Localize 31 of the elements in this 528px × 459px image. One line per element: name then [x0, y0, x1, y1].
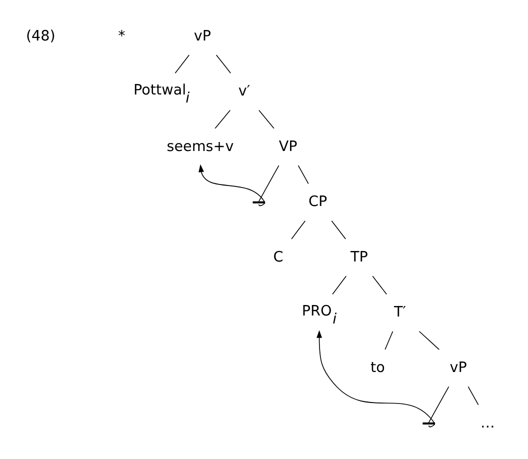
arrow [316, 330, 435, 427]
connector [258, 164, 279, 202]
connector [290, 220, 306, 239]
node-text: VP [278, 138, 297, 154]
connector [215, 54, 231, 74]
node-bar [422, 422, 434, 424]
connector [174, 54, 190, 74]
node-bar [252, 200, 265, 203]
node-text: T′ [394, 304, 406, 320]
node-text: TP [350, 248, 368, 265]
connector [467, 386, 478, 405]
connector [428, 386, 449, 422]
connector [418, 330, 440, 350]
node-text: seems+v [166, 138, 234, 154]
connector [214, 109, 230, 128]
node-text: … [480, 414, 494, 431]
connector [258, 109, 274, 128]
connector [332, 275, 346, 294]
label: * [118, 28, 125, 44]
arrow [198, 164, 265, 206]
connector [372, 275, 386, 294]
node-text: C [272, 248, 283, 265]
label: (48) [25, 28, 55, 44]
connector [384, 330, 393, 350]
connector [297, 164, 308, 184]
node-text: vP [449, 359, 466, 376]
node-text: CP [308, 194, 327, 210]
node-text: to [370, 359, 384, 376]
node-text: v′ [238, 83, 250, 100]
node-text: vP [193, 28, 210, 44]
connector [330, 220, 346, 239]
